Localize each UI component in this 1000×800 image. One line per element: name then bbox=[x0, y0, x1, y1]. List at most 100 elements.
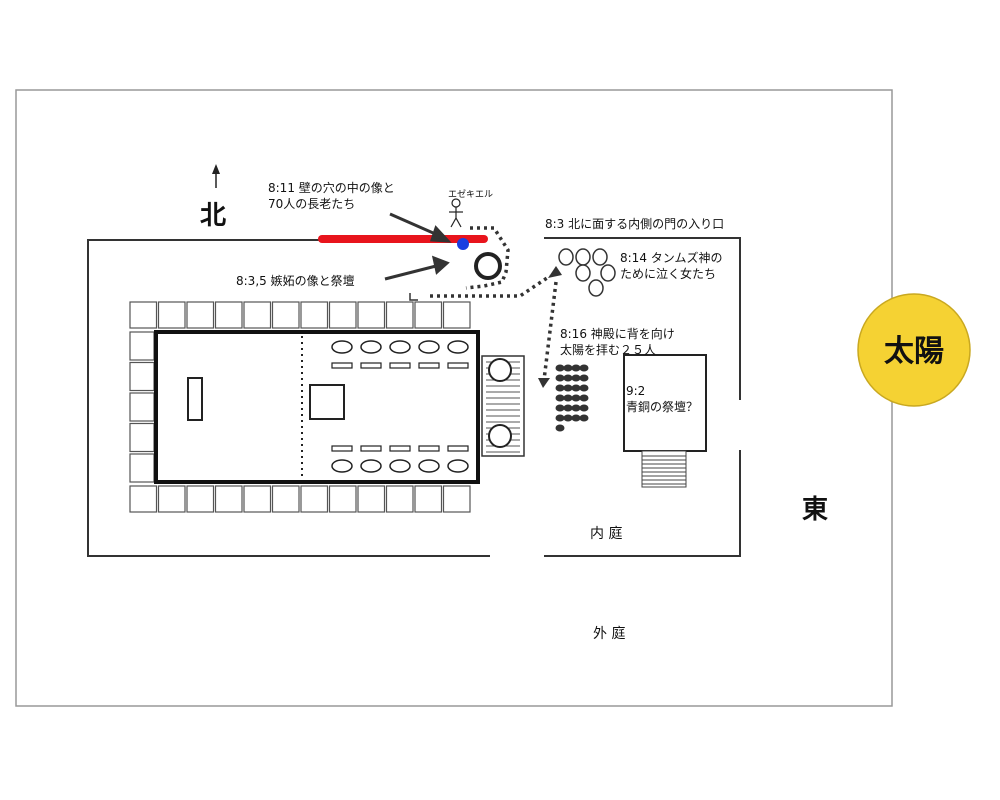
worshipper-dot bbox=[579, 364, 589, 372]
chamber bbox=[328, 485, 357, 513]
worshipper-dot bbox=[571, 394, 581, 402]
lampstand bbox=[360, 340, 382, 354]
annotation-arrows bbox=[384, 212, 452, 281]
worshipper-dot bbox=[563, 374, 573, 382]
worshipper-dot bbox=[571, 404, 581, 412]
lampstand bbox=[418, 340, 440, 354]
chamber bbox=[271, 485, 300, 513]
hole-in-wall-marker bbox=[457, 238, 469, 250]
chamber bbox=[157, 485, 186, 513]
worshipper-dot bbox=[555, 424, 565, 432]
inner-court-walls bbox=[87, 237, 741, 557]
lampstand bbox=[331, 459, 353, 473]
chamber bbox=[271, 301, 300, 329]
chamber bbox=[442, 485, 471, 513]
chamber bbox=[129, 422, 155, 453]
chamber bbox=[385, 301, 414, 329]
worshipper-dot bbox=[555, 374, 565, 382]
north-label: 北 bbox=[200, 201, 226, 231]
chamber bbox=[243, 485, 272, 513]
chamber bbox=[357, 301, 386, 329]
annotation-8-16-line1: 8:16 神殿に背を向け bbox=[560, 326, 675, 341]
lampstand bbox=[447, 459, 469, 473]
worshipper-dot bbox=[563, 364, 573, 372]
altar-steps bbox=[641, 450, 687, 488]
worshipper-dot bbox=[571, 364, 581, 372]
showbread-table bbox=[331, 362, 353, 369]
annotation-8-11-line2: 70人の長老たち bbox=[268, 197, 355, 211]
path-arrowhead bbox=[548, 266, 562, 278]
chamber bbox=[129, 331, 155, 361]
showbread-table bbox=[418, 362, 440, 369]
chamber bbox=[214, 301, 243, 329]
annotation-8-16-line2: 太陽を拝む２５人 bbox=[560, 342, 656, 357]
showbread-table bbox=[389, 362, 411, 369]
pillar-jachin bbox=[488, 358, 512, 382]
sun-worshippers bbox=[555, 364, 589, 432]
chamber bbox=[186, 485, 215, 513]
lampstand bbox=[418, 459, 440, 473]
lampstand bbox=[447, 340, 469, 354]
chamber bbox=[129, 485, 158, 513]
worshipper-dot bbox=[563, 404, 573, 412]
pillar-boaz bbox=[488, 424, 512, 448]
worshipper-dot bbox=[555, 384, 565, 392]
worshipper-dot bbox=[579, 374, 589, 382]
chamber bbox=[129, 361, 155, 392]
sun-icon bbox=[857, 293, 971, 407]
chamber bbox=[300, 485, 329, 513]
annotation-8-3-5: 8:3,5 嫉妬の像と祭壇 bbox=[236, 273, 355, 288]
lampstand bbox=[360, 459, 382, 473]
lampstand bbox=[389, 459, 411, 473]
chamber bbox=[243, 301, 272, 329]
bronze-altar bbox=[623, 354, 707, 452]
sun-label: 太陽 bbox=[884, 334, 944, 369]
chamber bbox=[328, 301, 357, 329]
lampstands-tables bbox=[331, 340, 469, 473]
worshipper-dot bbox=[571, 414, 581, 422]
path-arrowhead bbox=[538, 378, 550, 388]
showbread-table bbox=[331, 445, 353, 452]
chamber bbox=[129, 301, 158, 329]
chamber bbox=[300, 301, 329, 329]
annotation-8-11-line1: 8:11 壁の穴の中の像と bbox=[268, 180, 395, 195]
chamber bbox=[442, 301, 471, 329]
annotation-9-2-line1: 9:2 bbox=[626, 384, 645, 398]
worshipper-dot bbox=[563, 384, 573, 392]
side-chambers bbox=[129, 301, 471, 513]
east-label: 東 bbox=[802, 495, 828, 525]
ezekiel-figure bbox=[449, 198, 463, 228]
north-arrow-icon bbox=[212, 164, 220, 188]
worshipper-dot bbox=[579, 384, 589, 392]
ezekiel-label: エゼキエル bbox=[448, 188, 493, 200]
chamber bbox=[414, 485, 443, 513]
showbread-table bbox=[418, 445, 440, 452]
worshipper-dot bbox=[563, 414, 573, 422]
inner-court-label: 内 庭 bbox=[590, 525, 622, 542]
incense-altar bbox=[309, 384, 345, 420]
showbread-table bbox=[447, 445, 469, 452]
chamber bbox=[357, 485, 386, 513]
chamber bbox=[385, 485, 414, 513]
gate-corner bbox=[409, 293, 418, 301]
chamber bbox=[157, 301, 186, 329]
worshipper-dot bbox=[555, 364, 565, 372]
showbread-table bbox=[447, 362, 469, 369]
annotation-8-14-line1: 8:14 タンムズ神の bbox=[620, 250, 723, 265]
ark bbox=[187, 377, 203, 421]
showbread-table bbox=[360, 362, 382, 369]
annotation-9-2-line2: 青銅の祭壇？ bbox=[626, 399, 698, 414]
annotation-8-3: 8:3 北に面する内側の門の入り口 bbox=[545, 217, 724, 231]
chamber bbox=[214, 485, 243, 513]
worshipper-dot bbox=[579, 404, 589, 412]
worshipper-dot bbox=[579, 414, 589, 422]
annotation-8-14-line2: ために泣く女たち bbox=[620, 266, 716, 281]
jealousy-altar bbox=[474, 252, 502, 280]
worshipper-dot bbox=[563, 394, 573, 402]
lampstand bbox=[331, 340, 353, 354]
lampstand bbox=[389, 340, 411, 354]
chamber bbox=[129, 392, 155, 422]
worshipper-dot bbox=[571, 374, 581, 382]
porch bbox=[481, 355, 525, 457]
